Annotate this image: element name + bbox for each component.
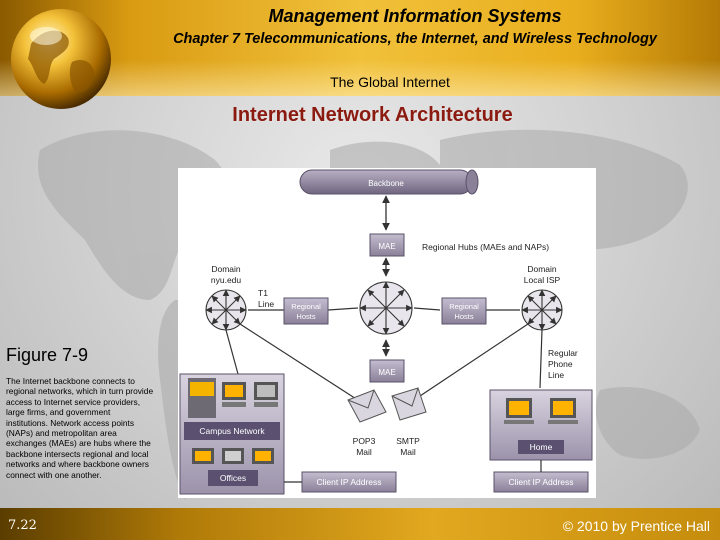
pop3-envelope-icon bbox=[347, 389, 387, 423]
slide-title: Management Information Systems bbox=[268, 6, 562, 26]
client-ip-left: Client IP Address bbox=[301, 471, 397, 493]
slide-subtitle: Chapter 7 Telecommunications, the Intern… bbox=[173, 31, 657, 47]
backbone-node: Backbone bbox=[299, 169, 479, 195]
campus-network-label: Campus Network bbox=[199, 426, 265, 436]
mae-top-node: MAE bbox=[369, 233, 405, 257]
regional-hosts-left-2: Hosts bbox=[296, 312, 315, 321]
regional-hubs-label: Regional Hubs (MAEs and NAPs) bbox=[422, 242, 549, 252]
regional-hosts-left-1: Regional bbox=[291, 302, 321, 311]
smtp-label-2: Mail bbox=[400, 447, 416, 457]
campus-network-panel: Campus Network Offices bbox=[179, 373, 285, 495]
home-label: Home bbox=[530, 442, 553, 452]
regional-hosts-right-1: Regional bbox=[449, 302, 479, 311]
domain-right-line1: Domain bbox=[527, 264, 557, 274]
regional-hosts-right: Regional Hosts bbox=[441, 297, 487, 325]
network-architecture-figure: Backbone MAE Regional Hubs (MAEs and NAP… bbox=[178, 168, 596, 498]
backbone-label: Backbone bbox=[368, 179, 404, 188]
domain-left-line1: Domain bbox=[211, 264, 241, 274]
domain-right-line2: Local ISP bbox=[524, 275, 561, 285]
slide-heading: Internet Network Architecture bbox=[232, 104, 513, 126]
footer-band bbox=[0, 508, 720, 540]
regional-hosts-right-2: Hosts bbox=[454, 312, 473, 321]
copyright: © 2010 by Prentice Hall bbox=[562, 518, 710, 534]
smtp-envelope-icon bbox=[391, 387, 427, 421]
page-number: 7.22 bbox=[8, 518, 37, 533]
mae-bottom-label: MAE bbox=[378, 368, 395, 377]
pop3-label-1: POP3 bbox=[353, 436, 376, 446]
client-ip-right-label: Client IP Address bbox=[508, 477, 573, 487]
figure-label: Figure 7-9 bbox=[6, 345, 89, 365]
offices-label: Offices bbox=[220, 473, 246, 483]
pop3-label-2: Mail bbox=[356, 447, 372, 457]
globe-icon bbox=[11, 9, 111, 109]
router-left bbox=[205, 289, 247, 331]
mae-bottom-node: MAE bbox=[369, 359, 405, 383]
client-ip-right: Client IP Address bbox=[493, 471, 589, 493]
network-diagram: Backbone MAE Regional Hubs (MAEs and NAP… bbox=[179, 169, 593, 495]
t1-line-label-2: Line bbox=[258, 299, 274, 309]
home-panel: Home bbox=[489, 389, 593, 461]
regional-hosts-left: Regional Hosts bbox=[283, 297, 329, 325]
figure-caption: The Internet backbone connects to region… bbox=[6, 376, 154, 480]
t1-line-label-1: T1 bbox=[258, 288, 268, 298]
router-center bbox=[359, 281, 413, 335]
regular-phone-line-3: Line bbox=[548, 370, 564, 380]
section-title: The Global Internet bbox=[330, 74, 450, 90]
client-ip-left-label: Client IP Address bbox=[316, 477, 381, 487]
header-shade bbox=[0, 60, 720, 96]
mae-top-label: MAE bbox=[378, 242, 395, 251]
regular-phone-line-2: Phone bbox=[548, 359, 573, 369]
regular-phone-line-1: Regular bbox=[548, 348, 578, 358]
domain-left-line2: nyu.edu bbox=[211, 275, 242, 285]
smtp-label-1: SMTP bbox=[396, 436, 420, 446]
